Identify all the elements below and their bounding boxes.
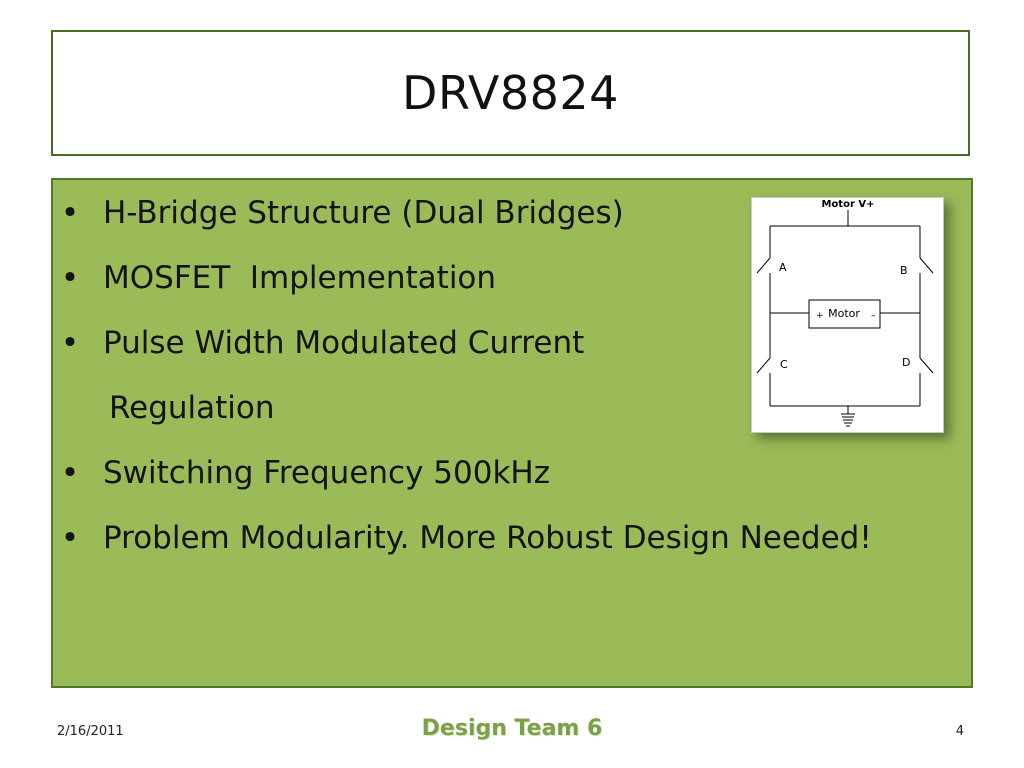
footer-team-name: Design Team 6 <box>421 716 603 741</box>
bullet-text: Pulse Width Modulated Current <box>103 325 585 361</box>
bullet-text: Regulation <box>109 390 275 426</box>
h-bridge-diagram: Motor V+ A B <box>751 197 944 433</box>
h-bridge-svg: Motor V+ A B <box>756 199 934 427</box>
bullet-continuation: Regulation <box>53 387 913 430</box>
bullet-list: • H-Bridge Structure (Dual Bridges) • MO… <box>53 192 913 582</box>
bullet-dot: • <box>60 325 80 361</box>
bullet-dot: • <box>60 195 80 231</box>
bullet-dot: • <box>60 260 80 296</box>
bullet-item: • Switching Frequency 500kHz <box>53 452 913 495</box>
motor-label: Motor <box>828 307 860 320</box>
bullet-item: • MOSFET Implementation <box>53 257 913 300</box>
bullet-text: Switching Frequency 500kHz <box>103 455 550 491</box>
title-box: DRV8824 <box>51 30 970 156</box>
bullet-item: • H-Bridge Structure (Dual Bridges) <box>53 192 913 235</box>
bullet-dot: • <box>60 520 80 556</box>
bullet-item: • Problem Modularity. More Robust Design… <box>53 517 893 560</box>
switch-d-label: D <box>902 356 910 369</box>
switch-d-blade <box>919 357 934 374</box>
switch-b-label: B <box>900 264 908 277</box>
slide-title: DRV8824 <box>402 66 619 120</box>
bullet-text: MOSFET Implementation <box>103 260 497 296</box>
footer-page-number: 4 <box>955 724 964 739</box>
motor-minus-sign: – <box>871 311 876 321</box>
motor-supply-label: Motor V+ <box>821 199 874 210</box>
switch-a-label: A <box>779 261 787 274</box>
ground-icon <box>841 406 855 427</box>
bullet-dot: • <box>60 455 80 491</box>
switch-a-blade <box>756 257 771 274</box>
motor-plus-sign: + <box>816 311 824 321</box>
bullet-item: • Pulse Width Modulated Current <box>53 322 913 365</box>
switch-c-blade <box>756 357 771 374</box>
bullet-text: H-Bridge Structure (Dual Bridges) <box>103 195 624 231</box>
bullet-text: Problem Modularity. More Robust Design N… <box>103 520 872 556</box>
motor-box <box>808 299 881 329</box>
switch-b-blade <box>919 257 934 274</box>
footer-date: 2/16/2011 <box>57 724 124 739</box>
content-box: • H-Bridge Structure (Dual Bridges) • MO… <box>51 178 973 688</box>
switch-c-label: C <box>780 358 788 371</box>
